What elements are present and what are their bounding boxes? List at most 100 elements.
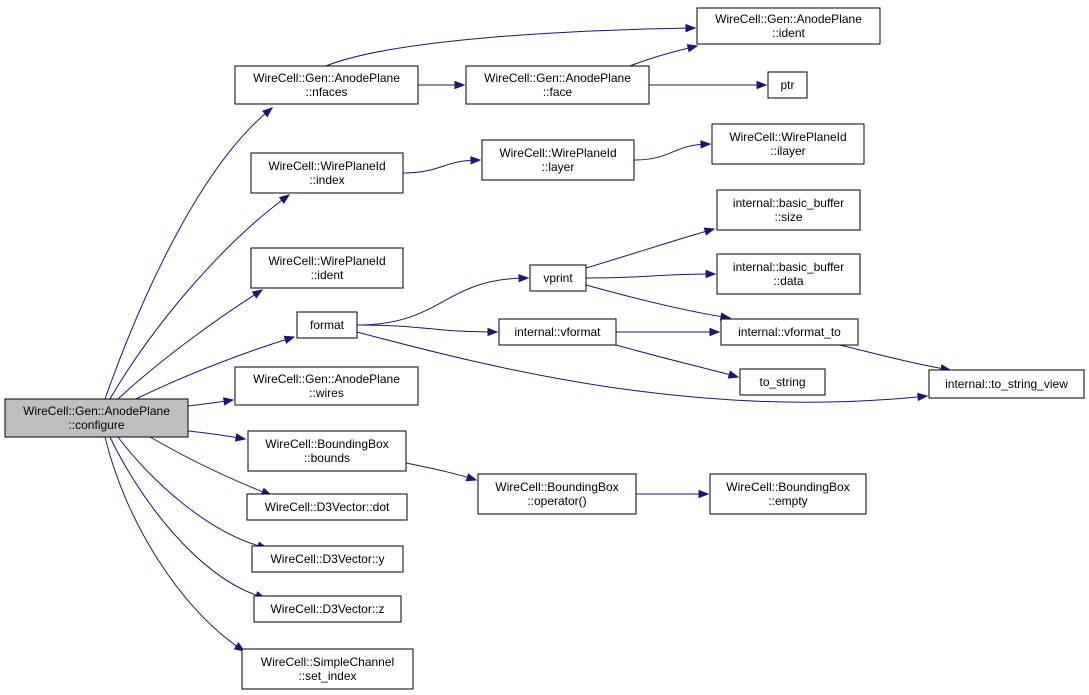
edge-format-to-to-string-view-line (356, 331, 928, 403)
node-wires-label-2: ::wires (309, 386, 344, 400)
edge-vformat-to-to-string-line (615, 344, 739, 378)
node-ptr[interactable]: ptr (767, 71, 808, 99)
edge-bounds-to-bb-op (405, 462, 478, 482)
node-bb-data-label-2: ::data (773, 274, 803, 288)
node-bb-size-label-2: ::size (774, 210, 802, 224)
node-set-index-label-1: WireCell::SimpleChannel (261, 655, 394, 669)
node-dot[interactable]: WireCell::D3Vector::dot (246, 493, 408, 521)
node-configure-label-2: ::configure (68, 418, 124, 432)
edge-configure-to-wires (187, 397, 235, 407)
node-bb-op[interactable]: WireCell::BoundingBox::operator() (477, 473, 637, 515)
node-z[interactable]: WireCell::D3Vector::z (253, 595, 402, 623)
node-bb-data[interactable]: internal::basic_buffer::data (716, 253, 861, 295)
node-bounds[interactable]: WireCell::BoundingBox::bounds (247, 430, 407, 472)
node-ap-ident-label-2: ::ident (772, 26, 805, 40)
edge-nfaces-to-ap-ident-line (325, 27, 696, 67)
function-nodes: WireCell::Gen::AnodePlane::configureWire… (4, 7, 1085, 690)
node-vformat-to-label-1: internal::vformat_to (738, 325, 841, 339)
edge-configure-to-format (135, 335, 296, 400)
node-vprint[interactable]: vprint (529, 264, 587, 292)
edge-vprint-to-bb-data-arrowhead (705, 269, 717, 279)
edge-vformat-to-to-to-string-view (839, 344, 952, 373)
node-format[interactable]: format (296, 311, 358, 339)
node-to-string-view-box (928, 369, 1085, 399)
node-set-index-box (241, 648, 414, 690)
edge-face-to-ap-ident (629, 44, 699, 67)
node-bb-size[interactable]: internal::basic_buffer::size (716, 189, 861, 231)
edge-nfaces-to-face (418, 80, 466, 90)
node-wires-box (234, 366, 419, 406)
node-to-string-view[interactable]: internal::to_string_view (928, 369, 1085, 399)
node-bounds-label-2: ::bounds (304, 451, 350, 465)
edge-format-to-vprint-arrowhead (518, 273, 530, 283)
node-bounds-label-1: WireCell::BoundingBox (265, 437, 388, 451)
node-bb-data-box (716, 253, 861, 295)
call-edges (104, 23, 952, 652)
edge-configure-to-bounds (187, 430, 247, 442)
edge-vformat-to-vformat-to-arrowhead (709, 327, 721, 337)
node-nfaces[interactable]: WireCell::Gen::AnodePlane::nfaces (234, 65, 419, 105)
node-vformat-to[interactable]: internal::vformat_to (720, 318, 859, 346)
node-vprint-box (529, 264, 587, 292)
node-wpi-index[interactable]: WireCell::WirePlaneId::index (250, 152, 404, 194)
node-vformat-to-box (720, 318, 859, 346)
edge-configure-to-z-line (109, 436, 266, 599)
edge-format-to-vprint (356, 273, 530, 326)
edge-nfaces-to-ap-ident (325, 23, 697, 67)
edge-wpi-layer-to-wpi-ilayer-line (633, 143, 711, 161)
edge-face-to-ptr-arrowhead (756, 80, 768, 90)
node-y[interactable]: WireCell::D3Vector::y (251, 545, 404, 573)
node-configure-label-1: WireCell::Gen::AnodePlane (23, 404, 170, 418)
edge-face-to-ap-ident-arrowhead (686, 44, 699, 53)
edge-vprint-to-bb-data (585, 269, 717, 279)
edge-vprint-to-bb-size-line (585, 228, 715, 269)
node-wpi-ident[interactable]: WireCell::WirePlaneId::ident (250, 247, 404, 289)
node-configure-box (4, 398, 189, 438)
edge-wpi-layer-to-wpi-ilayer (633, 140, 712, 161)
node-z-label-1: WireCell::D3Vector::z (270, 602, 384, 616)
node-to-string-box (739, 368, 826, 396)
node-bb-empty[interactable]: WireCell::BoundingBox::empty (709, 473, 867, 515)
edge-vformat-to-vformat-to (616, 327, 721, 337)
edge-nfaces-to-face-arrowhead (454, 80, 466, 90)
edge-wpi-index-to-wpi-layer-arrowhead (470, 156, 482, 165)
node-face-label-1: WireCell::Gen::AnodePlane (484, 71, 631, 85)
edge-wpi-index-to-wpi-layer-line (402, 159, 481, 174)
edge-face-to-ap-ident-line (629, 45, 698, 67)
node-format-label-1: format (310, 318, 345, 332)
node-wires[interactable]: WireCell::Gen::AnodePlane::wires (234, 366, 419, 406)
node-bb-empty-label-2: ::empty (768, 494, 807, 508)
edge-configure-to-format-line (135, 336, 295, 400)
node-set-index-label-2: ::set_index (298, 669, 356, 683)
node-to-string-view-label-1: internal::to_string_view (945, 377, 1068, 391)
node-bb-empty-label-1: WireCell::BoundingBox (726, 480, 849, 494)
node-wpi-ident-label-1: WireCell::WirePlaneId (268, 254, 385, 268)
node-wpi-ident-box (250, 247, 404, 289)
edge-format-to-to-string-view-arrowhead (917, 392, 929, 402)
node-vformat[interactable]: internal::vformat (498, 318, 617, 346)
edge-configure-to-nfaces-arrowhead (261, 107, 274, 118)
node-face[interactable]: WireCell::Gen::AnodePlane::face (465, 65, 650, 105)
node-wpi-ident-label-2: ::ident (311, 268, 344, 282)
node-bb-size-label-1: internal::basic_buffer (733, 196, 844, 210)
node-wpi-ilayer-label-1: WireCell::WirePlaneId (729, 130, 846, 144)
edge-configure-to-set-index-line (104, 436, 245, 652)
node-configure[interactable]: WireCell::Gen::AnodePlane::configure (4, 398, 189, 438)
node-ap-ident-label-1: WireCell::Gen::AnodePlane (715, 12, 862, 26)
node-bb-op-box (477, 473, 637, 515)
edge-face-to-ptr (649, 80, 768, 90)
node-wpi-layer-box (481, 139, 635, 181)
edge-bounds-to-bb-op-line (405, 462, 477, 481)
edge-format-to-vprint-line (356, 277, 529, 326)
edge-vprint-to-vformat-to (585, 284, 732, 321)
node-bb-size-box (716, 189, 861, 231)
node-ap-ident[interactable]: WireCell::Gen::AnodePlane::ident (696, 7, 881, 45)
node-wpi-ilayer[interactable]: WireCell::WirePlaneId::ilayer (711, 123, 865, 165)
node-bb-empty-box (709, 473, 867, 515)
edge-configure-to-z (109, 436, 267, 600)
node-y-box (251, 545, 404, 573)
node-wpi-layer[interactable]: WireCell::WirePlaneId::layer (481, 139, 635, 181)
node-set-index[interactable]: WireCell::SimpleChannel::set_index (241, 648, 414, 690)
node-to-string[interactable]: to_string (739, 368, 826, 396)
edge-configure-to-bounds-arrowhead (234, 433, 247, 442)
